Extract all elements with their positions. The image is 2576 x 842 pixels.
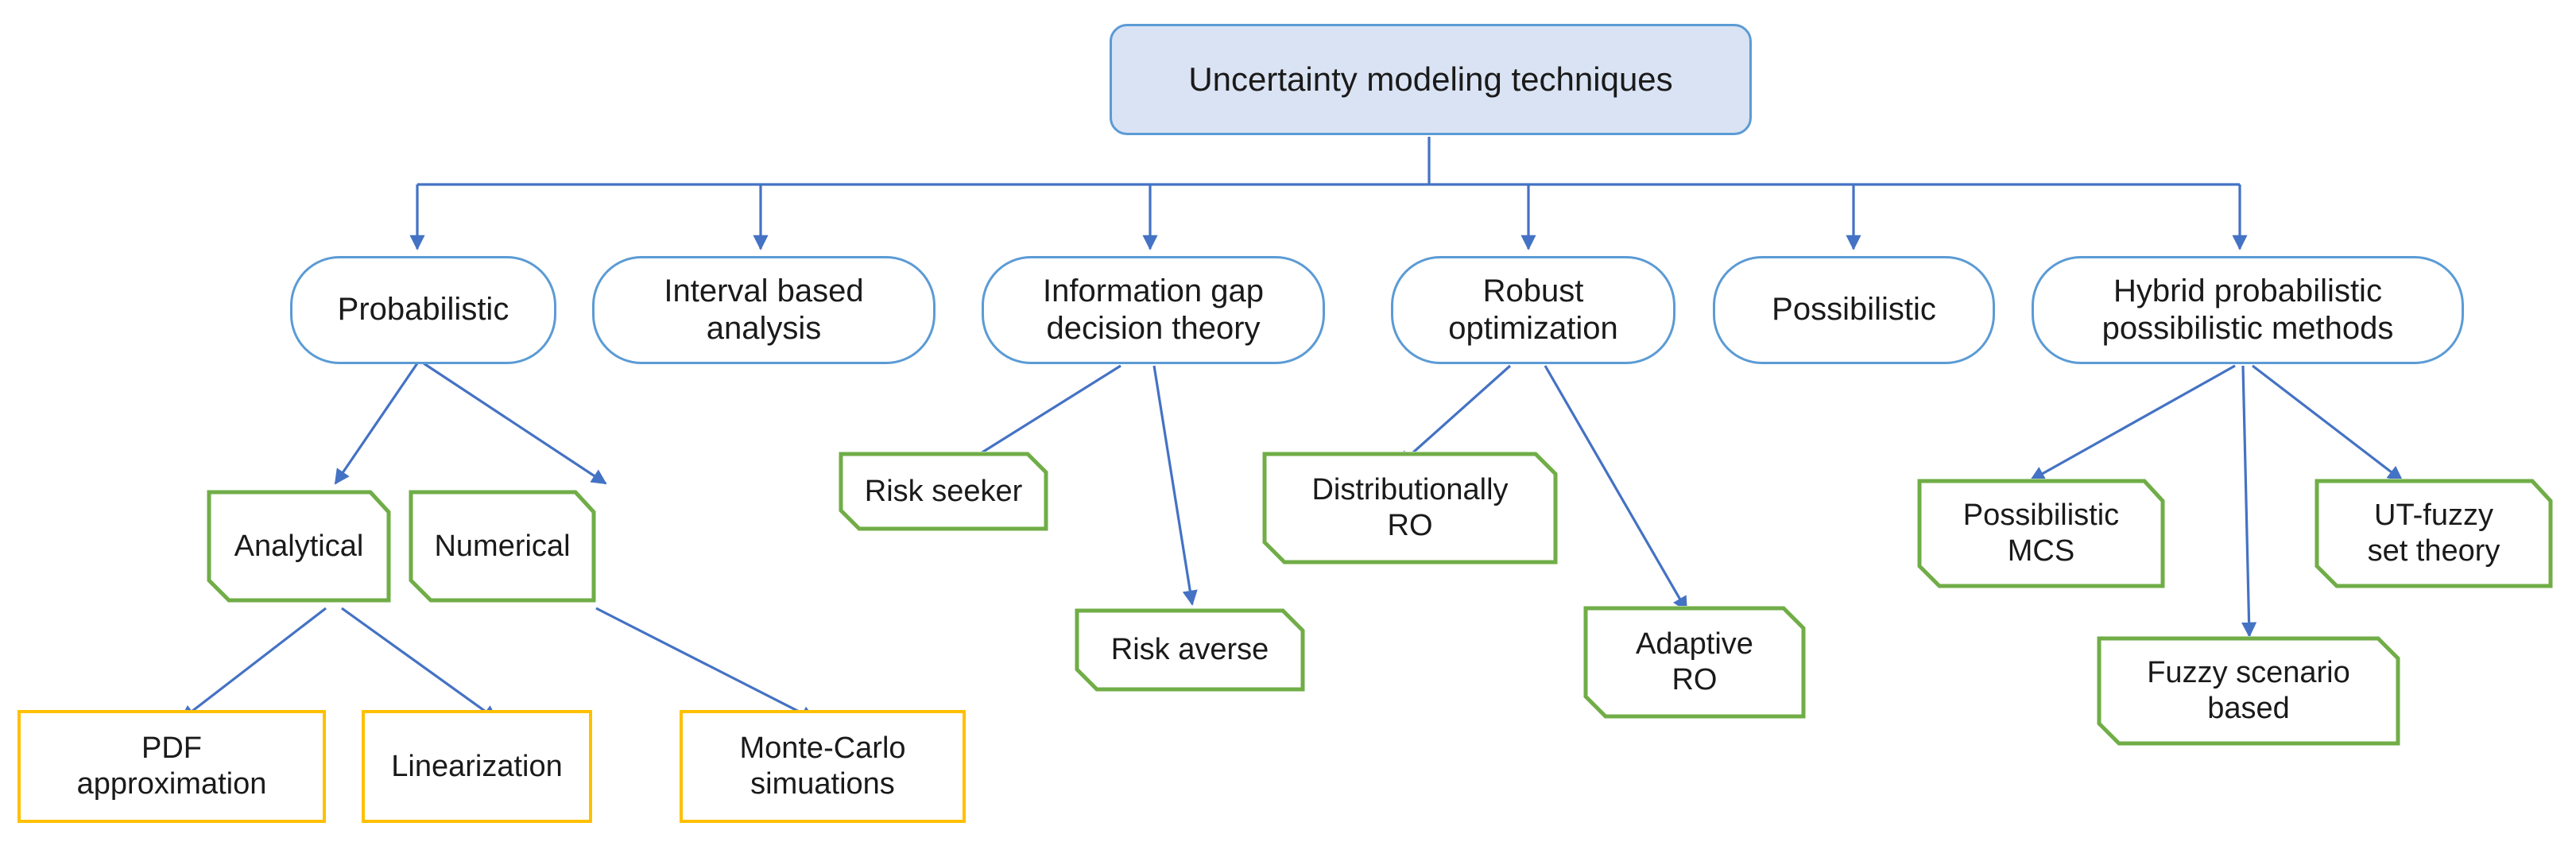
cut-corner-shape xyxy=(2315,479,2553,588)
edge-analytical-to-linearization xyxy=(341,607,498,721)
node-label: Numerical xyxy=(434,529,571,563)
node-label: Interval based analysis xyxy=(664,273,864,346)
cut-corner-shape xyxy=(1262,452,1558,565)
node-probabilistic[interactable]: Probabilistic xyxy=(290,256,556,364)
cut-corner-shape xyxy=(409,490,596,603)
cut-corner-shape xyxy=(2097,636,2400,746)
node-label: Possibilistic xyxy=(1772,292,1936,328)
node-label: Uncertainty modeling techniques xyxy=(1188,60,1673,99)
edge-probabilistic-to-analytical xyxy=(334,363,419,485)
node-monte-carlo-simuations[interactable]: Monte-Carlo simuations xyxy=(680,710,966,823)
node-label: Distributionally RO xyxy=(1311,473,1509,542)
node-information-gap-decision-theory[interactable]: Information gap decision theory xyxy=(982,256,1325,364)
node-label: Probabilistic xyxy=(337,292,509,328)
cut-corner-shape xyxy=(1583,606,1806,719)
edge-hybrid-to-ut-fuzzy-set-theory xyxy=(2252,364,2404,482)
node-label: Robust optimization xyxy=(1448,273,1618,346)
node-label: Monte-Carlo simuations xyxy=(739,731,906,801)
cut-corner-shape xyxy=(1075,608,1305,692)
node-label: Information gap decision theory xyxy=(1043,273,1264,346)
edge-hybrid-to-possibilistic-mcs xyxy=(2029,364,2236,482)
node-pdf-approximation[interactable]: PDF approximation xyxy=(17,710,326,823)
node-distributionally-ro[interactable]: Distributionally RO xyxy=(1262,452,1558,565)
node-label: Adaptive RO xyxy=(1636,627,1753,696)
node-label: Hybrid probabilistic possibilistic metho… xyxy=(2101,273,2394,346)
edge-analytical-to-pdf-approximation xyxy=(180,607,327,721)
node-robust-optimization[interactable]: Robust optimization xyxy=(1391,256,1675,364)
edge-hybrid-to-fuzzy-scenario-based xyxy=(2241,365,2257,638)
node-label: Fuzzy scenario based xyxy=(2147,656,2350,725)
node-interval-based-analysis[interactable]: Interval based analysis xyxy=(592,256,935,364)
edge-robust-to-distributionally-ro xyxy=(1397,364,1512,467)
node-risk-seeker[interactable]: Risk seeker xyxy=(839,452,1048,531)
node-label: PDF approximation xyxy=(76,731,267,801)
node-label: Analytical xyxy=(234,529,364,563)
node-label: Risk averse xyxy=(1110,633,1269,667)
node-risk-averse[interactable]: Risk averse xyxy=(1075,608,1305,692)
edge-infogap-to-risk-averse xyxy=(1152,365,1198,606)
node-label: Linearization xyxy=(391,749,563,783)
edge-probabilistic-to-numerical xyxy=(423,362,607,485)
node-linearization[interactable]: Linearization xyxy=(362,710,592,823)
node-uncertainty-modeling-techniques[interactable]: Uncertainty modeling techniques xyxy=(1110,24,1752,135)
node-fuzzy-scenario-based[interactable]: Fuzzy scenario based xyxy=(2097,636,2400,746)
edge-numerical-to-monte-carlo-simuations xyxy=(595,607,816,721)
node-label: Possibilistic MCS xyxy=(1962,499,2120,568)
cut-corner-shape xyxy=(839,452,1048,531)
cut-corner-shape xyxy=(1917,479,2165,588)
edge-infogap-to-risk-seeker xyxy=(960,364,1121,467)
node-ut-fuzzy-set-theory[interactable]: UT-fuzzy set theory xyxy=(2315,479,2553,588)
node-adaptive-ro[interactable]: Adaptive RO xyxy=(1583,606,1806,719)
node-label: Risk seeker xyxy=(864,474,1023,508)
node-numerical[interactable]: Numerical xyxy=(409,490,596,603)
node-possibilistic-mcs[interactable]: Possibilistic MCS xyxy=(1917,479,2165,588)
cut-corner-shape xyxy=(207,490,391,603)
edge-robust-to-adaptive-ro xyxy=(1544,365,1688,612)
node-hybrid-probabilistic-possibilistic-methods[interactable]: Hybrid probabilistic possibilistic metho… xyxy=(2032,256,2464,364)
node-possibilistic[interactable]: Possibilistic xyxy=(1713,256,1995,364)
node-label: UT-fuzzy set theory xyxy=(2367,499,2500,568)
node-analytical[interactable]: Analytical xyxy=(207,490,391,603)
